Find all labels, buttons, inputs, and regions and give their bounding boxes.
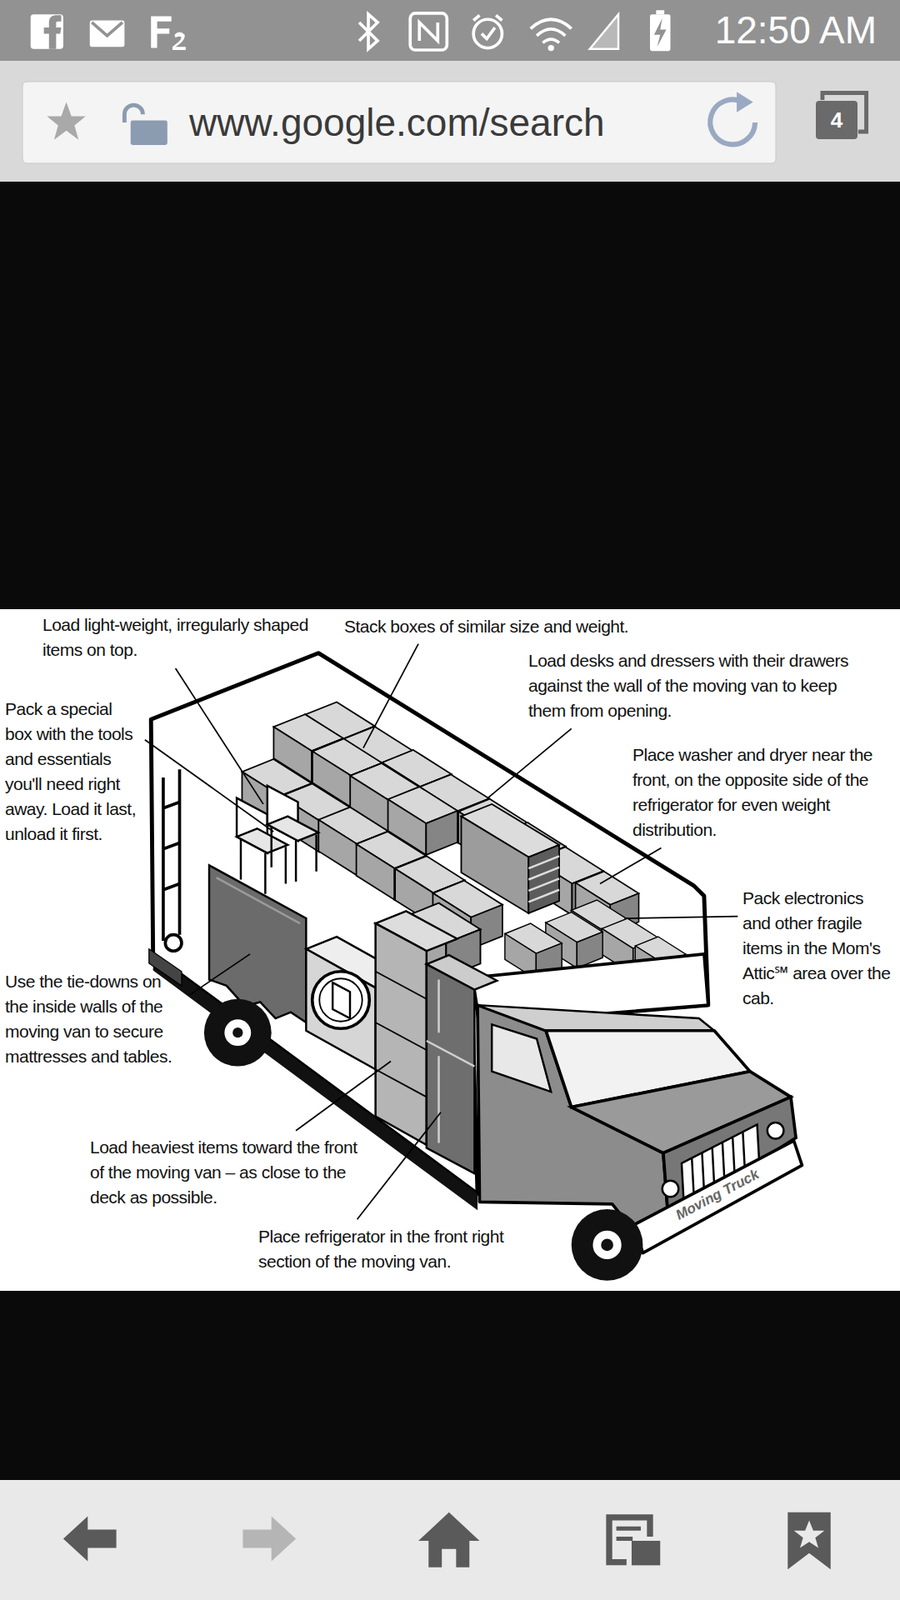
bookmark-button: [787, 1512, 830, 1570]
home-button: [418, 1512, 480, 1568]
leader-line: [175, 668, 264, 805]
front-bumper: [635, 1140, 803, 1254]
forward-button: [242, 1516, 296, 1562]
favorite-star: [46, 101, 86, 140]
node-text: 4: [830, 107, 843, 134]
callout-note: Load desks and dressers with their drawe…: [528, 648, 879, 724]
callout-note: Place washer and dryer near the front, o…: [632, 742, 891, 843]
dresser-drawers: [528, 855, 560, 902]
back-button: [63, 1516, 117, 1562]
mail-glyph: [91, 22, 123, 36]
callout-note: Stack boxes of similar size and weight.: [344, 614, 678, 640]
callout-note: Use the tie-downs on the inside walls of…: [5, 969, 182, 1070]
status-icons: [30, 10, 671, 51]
wifi-icon: [530, 19, 572, 43]
callout-note: Place refrigerator in the front right se…: [258, 1224, 534, 1275]
status-bar: [0, 0, 900, 61]
wheel: [232, 1027, 243, 1038]
wheel: [600, 1239, 614, 1252]
address-bar-panel: [0, 60, 900, 182]
tie-down: [216, 877, 300, 924]
address-icons: [46, 91, 866, 145]
leader-line: [145, 740, 274, 832]
nfc-icon: [410, 13, 447, 50]
mail-icon: [90, 20, 125, 47]
box-stack: [375, 923, 427, 1145]
pages-button: [616, 1528, 641, 1539]
leader-line: [363, 644, 419, 749]
side-window: [491, 1024, 551, 1092]
mattress: [209, 865, 306, 1023]
app-icon: [150, 16, 171, 49]
alarm-icon: [473, 15, 502, 39]
box-stack: [375, 971, 427, 1098]
leader-line: [295, 1060, 391, 1130]
headlight: [767, 1122, 785, 1140]
washer-door: [319, 978, 362, 1021]
nav-icons: [63, 1512, 831, 1570]
reload-icon: [736, 91, 754, 112]
truck-lettering: Moving Truck: [673, 1165, 763, 1224]
refrigerator: [426, 964, 475, 1174]
cab-roof: [477, 1005, 715, 1031]
callout-note: Load light-weight, irregularly shaped it…: [42, 612, 310, 663]
battery-icon: [655, 10, 665, 15]
bluetooth-icon: [359, 14, 378, 50]
callout-note: Pack electronics and other fragile items…: [742, 885, 895, 1011]
callout-note: Pack a special box with the tools and es…: [5, 696, 140, 847]
clock-time: 12:50 AM: [658, 5, 877, 55]
dark-ground: [0, 1290, 900, 1480]
wheel: [204, 999, 272, 1067]
scaled-art: [30, 10, 867, 1570]
wheel: [223, 1018, 252, 1047]
bookmark-button: [794, 1520, 825, 1548]
leader-line: [487, 728, 571, 798]
leader-line: [600, 848, 661, 885]
url-field: [22, 81, 776, 164]
dark-ground: [0, 181, 900, 610]
facebook-icon: [30, 14, 64, 50]
lock-icon: [124, 105, 143, 123]
reload-icon: [710, 100, 755, 145]
leader-line: [357, 1112, 441, 1220]
hand-truck: [163, 769, 180, 941]
battery-icon: [654, 18, 667, 47]
url-field: www.google.com/search: [22, 81, 776, 164]
leader-line: [624, 916, 738, 919]
wheel: [591, 1230, 623, 1261]
tab-count: 4: [815, 100, 858, 140]
washer-window: [332, 982, 350, 1019]
chairs: [236, 785, 319, 895]
wheel: [571, 1209, 644, 1281]
battery-icon: [650, 14, 670, 51]
callout-note: Load heaviest items toward the front of …: [90, 1135, 365, 1210]
facebook-glyph: [44, 15, 62, 49]
washer-door: [312, 971, 370, 1030]
app-icon: [172, 32, 186, 50]
wifi-icon: [548, 45, 555, 51]
pages-button: [631, 1540, 660, 1565]
headlight: [662, 1180, 680, 1198]
image-ground: [0, 609, 900, 1291]
lock-icon: [130, 120, 168, 145]
nav-bar: [0, 1480, 900, 1600]
signal-icon: [590, 14, 619, 50]
alarm-icon: [473, 19, 502, 48]
dresser-drawers: [528, 845, 560, 914]
refrigerator: [426, 980, 475, 1144]
washer: [305, 949, 375, 1070]
hand-truck: [165, 935, 182, 952]
leader-line: [190, 954, 250, 995]
node-text: www.google.com/search: [189, 100, 605, 145]
nfc-icon: [419, 22, 438, 41]
leader-lines: [145, 644, 738, 1220]
